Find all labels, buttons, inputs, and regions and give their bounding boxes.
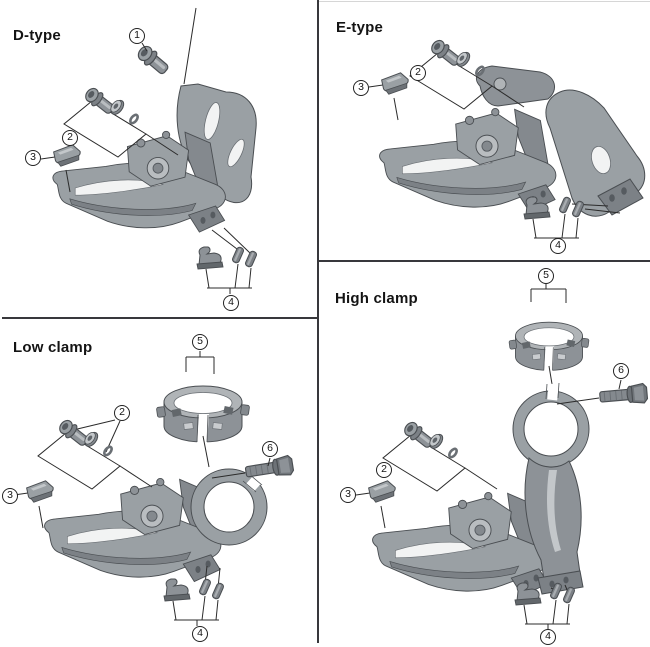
e-type-top-linkage (476, 65, 556, 107)
d-type-callout1-leader (141, 42, 148, 52)
low-clamp-bolt-washer-group (38, 417, 152, 489)
high-clamp-pad-part (356, 480, 397, 528)
high-clamp-clamp-bolt-part (598, 382, 649, 408)
callout-lowclamp-2: 2 (114, 405, 130, 421)
d-type-mount-bracket (176, 83, 257, 204)
callout-etype-4: 4 (550, 238, 566, 254)
high-clamp-bolt-washer-group (383, 419, 497, 491)
callout-lowclamp-5: 5 (192, 334, 208, 350)
panel-title-high-clamp: High clamp (335, 290, 418, 307)
callout-etype-3: 3 (353, 80, 369, 96)
callout-dtype-1: 1 (129, 28, 145, 44)
callout-lowclamp-3: 3 (2, 488, 18, 504)
d-type-derailleur-body (52, 130, 226, 233)
callout-highclamp-4: 4 (540, 629, 556, 645)
high-clamp-arm-ring (512, 382, 590, 595)
callout-highclamp-2: 2 (376, 462, 392, 478)
panel-title-low-clamp: Low clamp (13, 339, 93, 356)
callout-etype-2: 2 (410, 65, 426, 81)
e-type-derailleur-body (379, 107, 557, 212)
low-clamp-arm-ring (190, 468, 268, 546)
d-type-pin-leaders (211, 227, 251, 254)
callout-dtype-3: 3 (25, 150, 41, 166)
d-type-leader-line (183, 7, 197, 85)
high-clamp-callout5-bracket (530, 284, 567, 303)
panel-title-e-type: E-type (336, 19, 384, 36)
e-type-pad-part (369, 72, 410, 120)
low-clamp-panel-art (14, 351, 295, 626)
e-type-panel-art (369, 37, 646, 244)
callout-lowclamp-6: 6 (262, 441, 278, 457)
panel-title-d-type: D-type (13, 27, 61, 44)
callout-dtype-4: 4 (223, 295, 239, 311)
low-clamp-band-part (155, 385, 251, 445)
low-clamp-band-leader (202, 435, 210, 468)
callout-highclamp-3: 3 (340, 487, 356, 503)
high-clamp-band-part (508, 321, 590, 373)
low-clamp-callout6-leader (211, 457, 271, 479)
callout-lowclamp-4: 4 (192, 626, 208, 642)
callout-dtype-2: 2 (62, 130, 78, 146)
d-type-panel-art (41, 7, 257, 294)
d-type-catcher-pins-group (197, 246, 257, 294)
low-clamp-callout5-bracket (185, 351, 215, 374)
high-clamp-derailleur-body (372, 491, 550, 596)
callout-highclamp-5: 5 (538, 268, 554, 284)
high-clamp-panel-art (356, 284, 649, 630)
callout-highclamp-6: 6 (613, 363, 629, 379)
d-type-fixing-bolt-part (134, 42, 172, 78)
low-clamp-catcher-pins-group (164, 578, 224, 626)
e-type-back-plate (545, 89, 646, 217)
high-clamp-callout6-leader (556, 379, 622, 405)
